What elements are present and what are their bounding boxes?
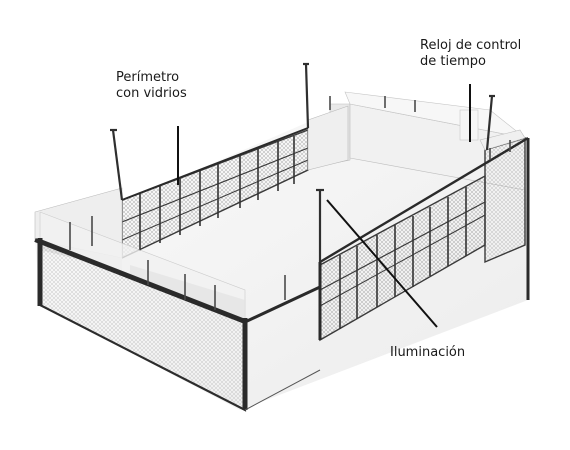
- lighting-label-line1: Iluminación: [390, 345, 466, 360]
- perimeter-label-line1: Perímetro: [116, 70, 180, 85]
- clock-label-line2: de tiempo: [420, 54, 486, 69]
- clock-label-line1: Reloj de control: [420, 38, 522, 53]
- callout-pointers: [177, 84, 471, 328]
- front-long-side-fence: [319, 174, 486, 342]
- near-corner-fence: [34, 138, 530, 412]
- front-top-rail: [319, 136, 529, 264]
- clock-label: Reloj de control de tiempo: [420, 38, 521, 70]
- lighting-label: Iluminación: [390, 345, 465, 361]
- glass-fixings: [69, 96, 511, 310]
- right-end-wall: [479, 129, 526, 264]
- lighting-pointer: [326, 199, 438, 328]
- light-poles: [110, 62, 495, 262]
- perimeter-label-line2: con vidrios: [116, 86, 187, 101]
- perimeter-label: Perímetro con vidrios: [116, 70, 187, 102]
- back-long-side-fence: [121, 105, 349, 260]
- back-top-rail: [121, 127, 309, 201]
